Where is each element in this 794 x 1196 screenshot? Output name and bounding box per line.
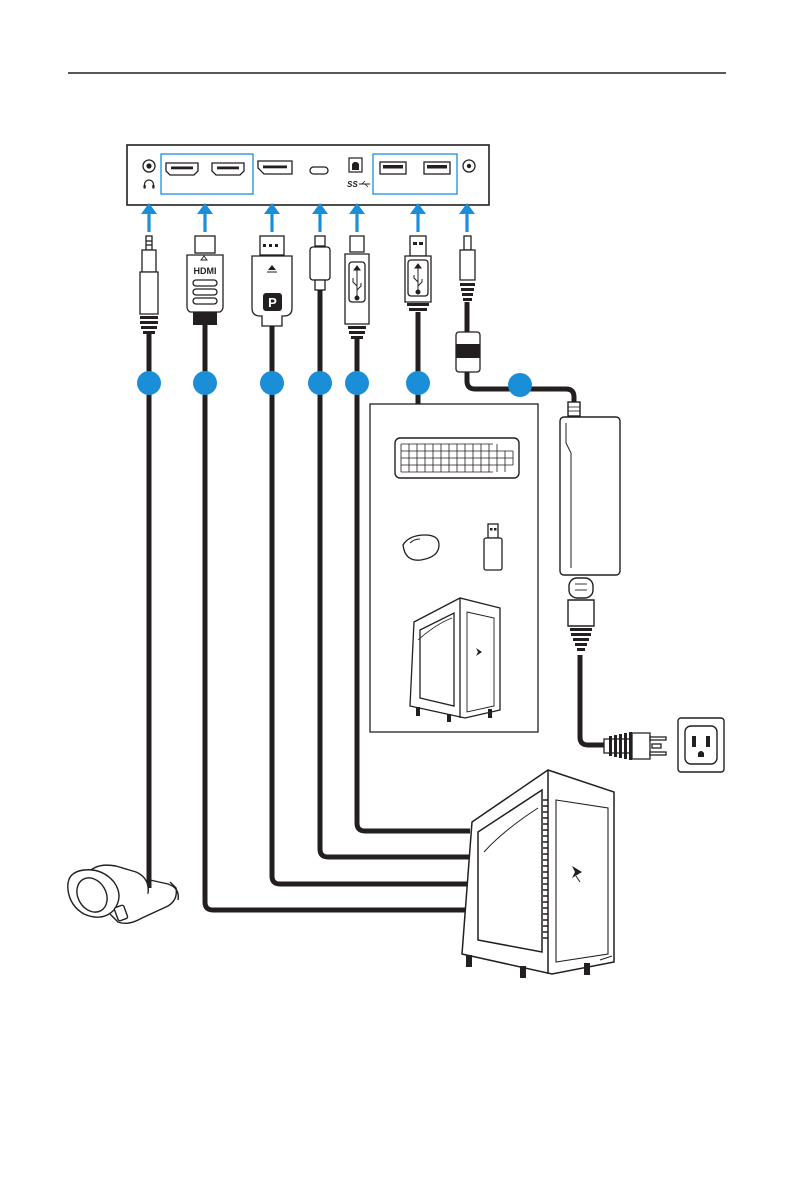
arrow-dc-power — [459, 203, 475, 232]
wall-outlet-icon — [678, 718, 724, 772]
hdmi-port-1 — [166, 163, 198, 175]
hdmi-port-2 — [212, 163, 244, 175]
hdmi-plug: HDMI — [187, 236, 223, 325]
ac-wall-plug — [604, 732, 666, 760]
badge-1 — [137, 371, 161, 395]
usb-c-plug — [310, 236, 330, 290]
badge-3 — [260, 371, 284, 395]
usb-c-port — [310, 167, 328, 174]
pc-tower-large-icon — [462, 770, 614, 978]
usb-superspeed-mark: SS — [347, 180, 358, 189]
dc-power-port — [463, 160, 475, 172]
usb-a-port-1 — [380, 162, 406, 174]
usb-peripherals-box — [370, 404, 538, 732]
badge-7 — [508, 373, 532, 397]
dc-barrel-plug — [456, 236, 480, 372]
cable-ac-power — [580, 655, 604, 745]
monitor-io-panel: SS — [127, 145, 489, 205]
usb-a-port-2 — [424, 162, 450, 174]
power-brick — [560, 417, 620, 575]
badge-2 — [193, 371, 217, 395]
usb-b-plug — [345, 236, 369, 339]
badge-6 — [406, 371, 430, 395]
connection-arrows — [141, 203, 475, 232]
arrow-hdmi — [197, 203, 213, 232]
keyboard-icon — [395, 438, 519, 478]
badge-5 — [345, 371, 369, 395]
displayport-plug: P — [252, 236, 292, 326]
arrow-usb-a — [410, 203, 426, 232]
displayport-logo: P — [263, 293, 282, 311]
audio-jack-plug — [140, 236, 158, 334]
hdmi-logo: HDMI — [194, 266, 217, 276]
pc-tower-small-icon — [410, 598, 500, 722]
arrow-usb-b — [349, 203, 365, 232]
usb-b-port — [349, 158, 362, 172]
arrow-headphone — [141, 203, 157, 232]
arrow-displayport — [264, 203, 280, 232]
displayport-logo-letter: P — [268, 295, 277, 310]
headphones-icon — [68, 865, 178, 923]
connection-badges — [137, 371, 532, 397]
ac-inlet-plug — [568, 578, 594, 651]
arrow-usb-c — [312, 203, 328, 232]
displayport-port — [258, 161, 292, 174]
power-adapter — [560, 402, 620, 651]
badge-4 — [308, 371, 332, 395]
usb-a-plug — [405, 236, 431, 311]
